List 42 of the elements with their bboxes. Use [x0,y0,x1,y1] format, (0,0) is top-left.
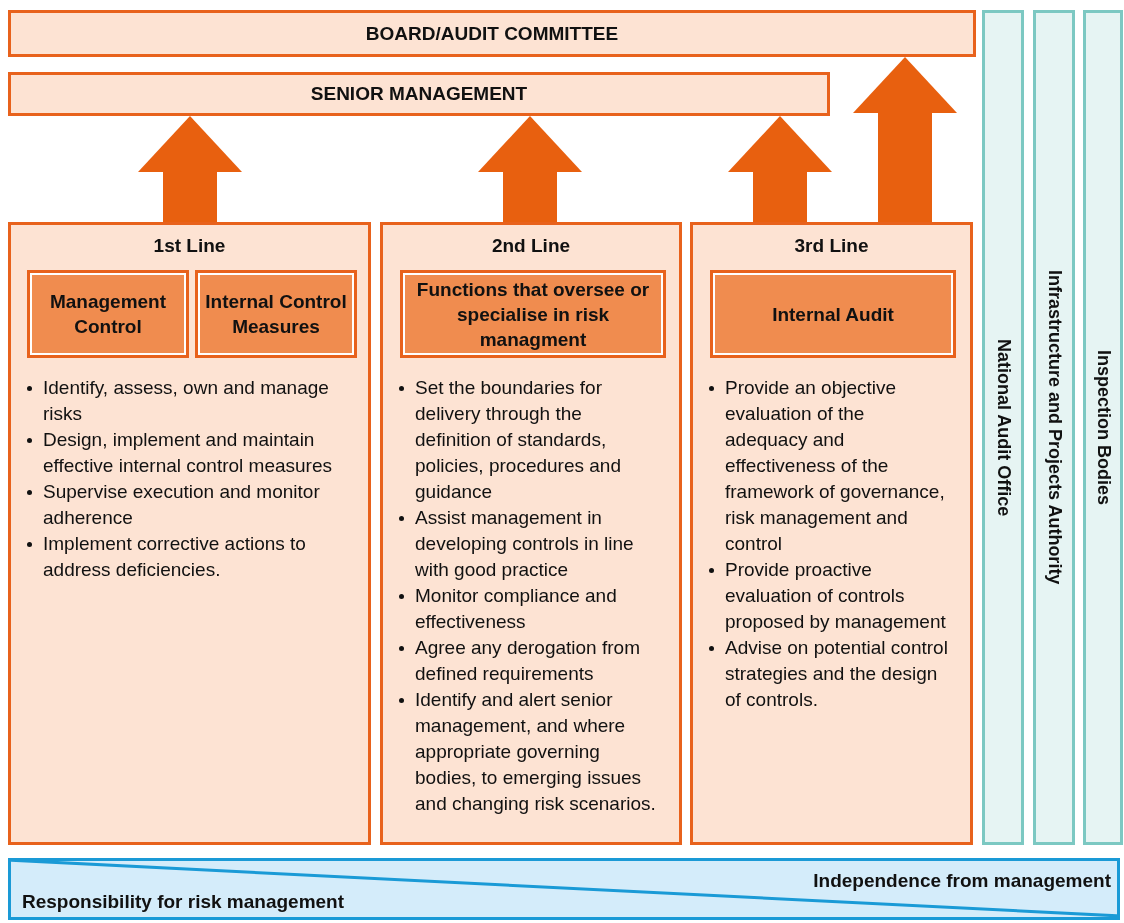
line-panel [690,222,973,845]
function-box [710,270,956,358]
line-panel [380,222,682,845]
band-label: Independence from management [813,870,1111,892]
bullet-item: Design, implement and maintain effective internal control measures [25,427,346,479]
block-arrow [478,116,582,222]
vertical-panel [1083,10,1123,845]
vertical-panel [1033,10,1075,845]
band-label: Responsibility for risk management [22,891,345,913]
function-title: Internal Audit [771,302,895,327]
vertical-label: National Audit Office [992,338,1014,517]
bullet-item: Identify and alert senior management, and where appropriate governing bodies, to emerging issues and changing risk scenarios. [397,687,657,817]
line-panel [8,222,371,845]
banner-title: BOARD/AUDIT COMMITTEE [365,22,619,45]
function-title: Management Control [48,290,168,339]
bullet-item: Agree any derogation from defined requirements [397,635,657,687]
block-arrow [853,57,957,222]
panel-heading: 2nd Line [490,235,572,257]
function-box [195,270,357,358]
bullet-item: Monitor compliance and effectiveness [397,583,657,635]
vertical-label: Inspection Bodies [1092,350,1114,505]
panel-heading: 1st Line [152,235,227,257]
banner-box [8,72,830,116]
bullet-item: Assist management in developing controls in line with good practice [397,505,657,583]
bullet-item: Supervise execution and monitor adherence [25,479,346,531]
vertical-label: Infrastructure and Projects Authority [1043,270,1065,585]
banner-box [8,10,976,57]
banner-title: SENIOR MANAGEMENT [310,83,528,105]
block-arrow [138,116,242,222]
function-title: Internal Control Measures [204,290,348,339]
bullet-item: Implement corrective actions to address deficiencies. [25,531,346,583]
bullet-item: Provide an objective evaluation of the adequacy and effectiveness of the framework of governance, risk management and control [707,375,948,557]
bullet-item: Identify, assess, own and manage risks [25,375,346,427]
panel-heading: 3rd Line [793,235,870,257]
bullet-item: Provide proactive evaluation of controls proposed by management [707,557,948,635]
function-box [27,270,189,358]
bullet-item: Set the boundaries for delivery through the definition of standards, policies, procedures and guidance [397,375,657,505]
function-box [400,270,666,358]
vertical-panel [982,10,1024,845]
block-arrow [728,116,832,222]
function-title: Functions that oversee or specialise in risk managment [415,277,651,352]
bullet-item: Advise on potential control strategies and the design of controls. [707,635,948,713]
